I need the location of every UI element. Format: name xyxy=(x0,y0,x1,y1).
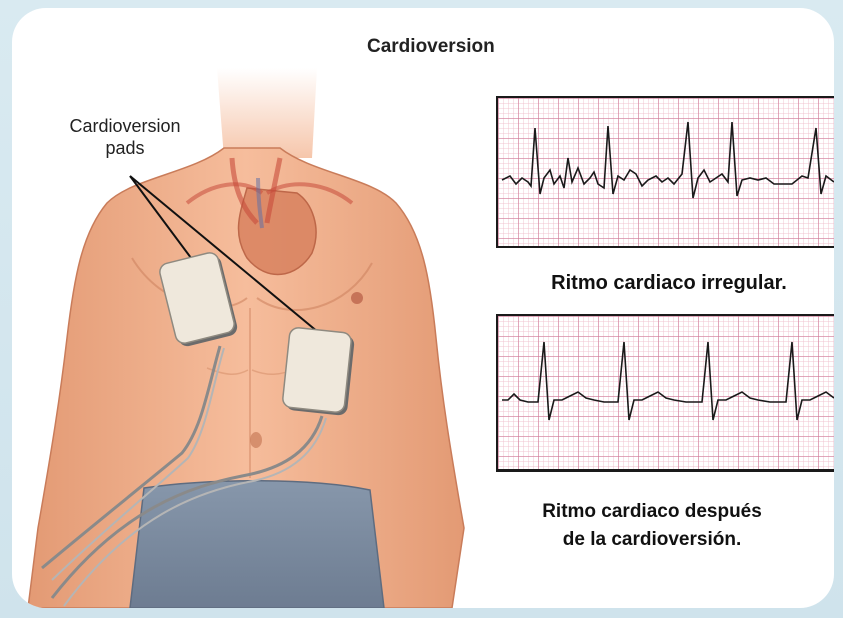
cardioversion-pad-lower xyxy=(282,327,355,416)
ecg-trace-regular xyxy=(502,342,834,420)
caption-after-line1: Ritmo cardiaco después xyxy=(482,498,822,526)
torso-illustration xyxy=(12,8,482,608)
caption-irregular-rhythm: Ritmo cardiaco irregular. xyxy=(484,272,834,295)
caption-after-cardioversion: Ritmo cardiaco después de la cardioversi… xyxy=(482,498,822,554)
navel xyxy=(250,432,262,448)
diagram-card: Cardioversion Cardioversion pads Ritmo c… xyxy=(12,8,834,608)
diagram-title: Cardioversion xyxy=(367,36,495,58)
caption-after-line2: de la cardioversión. xyxy=(482,526,822,554)
ecg-trace-irregular xyxy=(502,122,834,198)
pads-label: Cardioversion pads xyxy=(50,115,200,159)
ecg-strip-regular xyxy=(496,314,834,472)
neck xyxy=(217,68,317,158)
ecg-strip-irregular xyxy=(496,96,834,248)
